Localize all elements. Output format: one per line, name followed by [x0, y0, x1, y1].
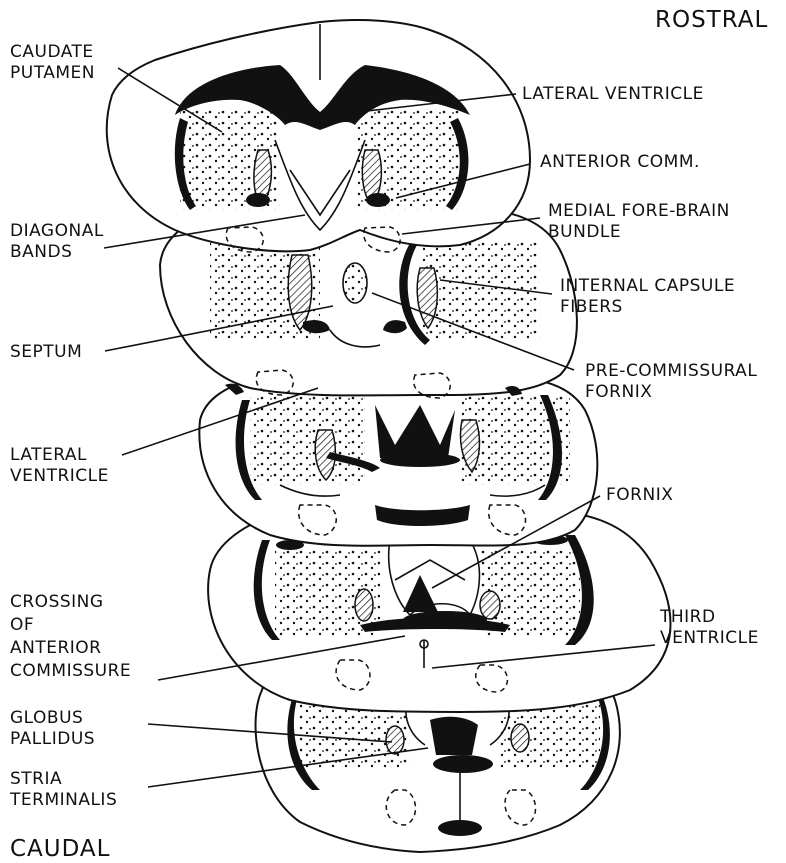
orientation-caudal: CAUDAL — [10, 836, 110, 862]
label-lateral-ventricle-left: LATERAL VENTRICLE — [10, 445, 109, 486]
section-1 — [107, 20, 530, 252]
label-globus-pallidus: GLOBUS PALLIDUS — [10, 708, 95, 749]
label-stria-terminalis: STRIA TERMINALIS — [9, 769, 117, 810]
label-fornix: FORNIX — [606, 485, 673, 505]
orientation-rostral: ROSTRAL — [655, 7, 768, 33]
label-medial-forebrain-bundle: MEDIAL FORE-BRAIN BUNDLE — [548, 201, 736, 242]
globus-pallidus-left — [386, 726, 404, 754]
label-diagonal-bands: DIAGONAL BANDS — [10, 221, 110, 262]
label-pre-commissural-fornix: PRE-COMMISSURAL FORNIX — [585, 361, 763, 402]
label-internal-capsule-fibers: INTERNAL CAPSULE FIBERS — [560, 276, 741, 317]
label-crossing-anterior-commissure: CROSSING OF ANTERIOR COMMISSURE — [10, 592, 131, 681]
label-septum: SEPTUM — [10, 342, 82, 362]
label-third-ventricle: THIRD VENTRICLE — [659, 607, 759, 648]
label-lateral-ventricle-top: LATERAL VENTRICLE — [522, 84, 704, 104]
label-caudate-putamen: CAUDATE PUTAMEN — [10, 42, 100, 83]
section-3 — [199, 378, 597, 546]
label-anterior-comm: ANTERIOR COMM. — [540, 152, 700, 172]
